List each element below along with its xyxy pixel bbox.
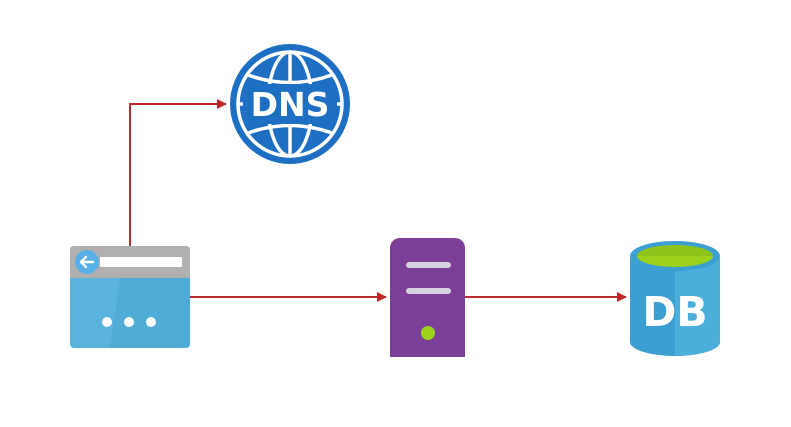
ellipsis-icon [102, 317, 156, 327]
server-node [390, 238, 465, 357]
server-status-light [421, 326, 435, 340]
database-label: DB [642, 288, 707, 336]
back-arrow-icon [75, 250, 99, 274]
dns-label: DNS [251, 85, 330, 124]
database-node: DB [630, 241, 720, 356]
browser-window-icon [70, 246, 190, 348]
connectors [129, 99, 627, 302]
server-icon [390, 238, 465, 357]
browser-node [70, 246, 190, 348]
database-icon [630, 241, 720, 356]
dns-node: DNS [230, 44, 350, 164]
arrow-browser-to-dns [129, 99, 227, 246]
dns-globe-icon [230, 44, 350, 164]
